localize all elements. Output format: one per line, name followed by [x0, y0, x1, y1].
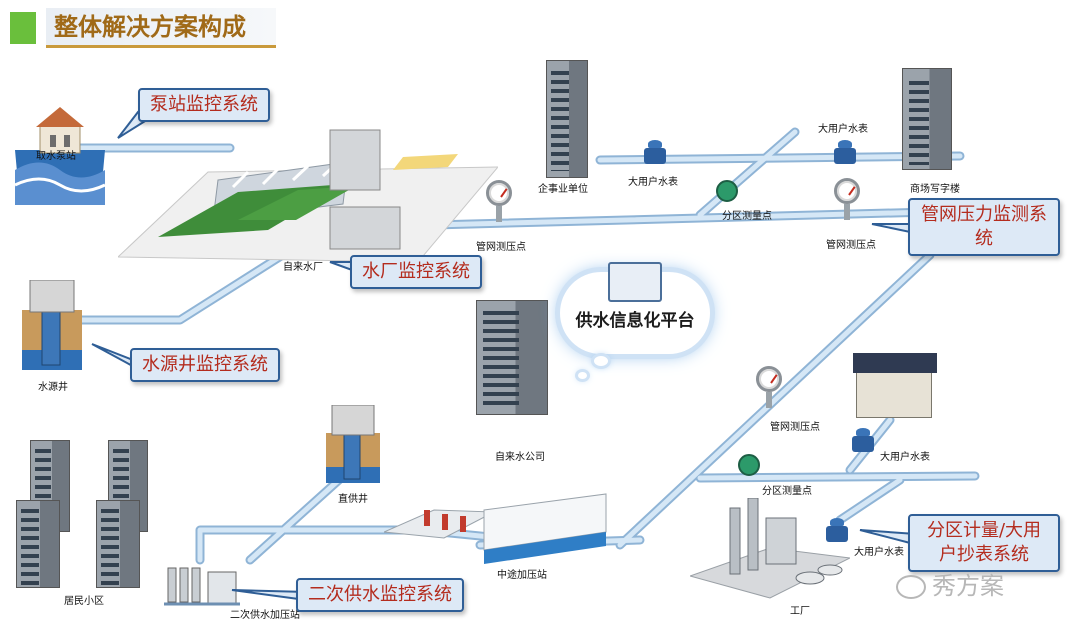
district-flowmeter-icon	[738, 454, 760, 476]
cloud-platform-title: 供水信息化平台	[575, 311, 695, 331]
residential-building	[96, 500, 140, 588]
label-water-company: 自来水公司	[495, 452, 545, 463]
intake-pump-station-illustration	[14, 107, 106, 205]
label-pressure-point-3: 管网测压点	[770, 422, 820, 433]
pressure-gauge-icon	[486, 180, 512, 206]
label-factory: 工厂	[790, 606, 810, 617]
direct-well-illustration	[326, 405, 380, 483]
callout-pump-station: 泵站监控系统	[138, 88, 270, 122]
label-big-meter-3: 大用户水表	[880, 452, 930, 463]
label-direct-well: 直供井	[338, 494, 368, 505]
watermark: 秀方案	[896, 566, 1004, 601]
mall-office-building	[902, 68, 952, 170]
info-platform-cloud: 供水信息化平台	[560, 262, 710, 382]
callout-water-source-well: 水源井监控系统	[130, 348, 280, 382]
label-district-point-2: 分区测量点	[762, 486, 812, 497]
label-intake-pump-station: 取水泵站	[36, 151, 76, 162]
callout-district-metering: 分区计量/大用户抄表系统	[908, 514, 1060, 572]
callout-pipe-pressure: 管网压力监测系统	[908, 198, 1060, 256]
label-big-meter-2: 大用户水表	[818, 124, 868, 135]
factory-illustration	[690, 498, 850, 599]
district-flowmeter-icon	[716, 180, 738, 202]
gauge-stem	[766, 392, 772, 408]
pressure-gauge-icon	[834, 178, 860, 204]
midway-station-illustration	[384, 493, 607, 564]
header-accent-square	[10, 12, 36, 44]
label-midway-station: 中途加压站	[497, 570, 547, 581]
label-secondary-station: 二次供水加压站	[230, 610, 300, 621]
callout-secondary-supply: 二次供水监控系统	[296, 578, 464, 612]
pressure-gauge-icon	[756, 366, 782, 392]
big-user-meter-icon	[852, 428, 874, 452]
page-title: 整体解决方案构成	[46, 8, 276, 48]
thought-bubble	[594, 356, 608, 366]
big-user-meter-icon	[644, 140, 666, 164]
label-pressure-point-2: 管网测压点	[826, 240, 876, 251]
big-user-meter-icon	[826, 518, 848, 542]
enterprise-building	[546, 60, 588, 178]
water-company-building	[476, 300, 548, 415]
water-source-well-illustration	[22, 280, 82, 370]
label-enterprise: 企事业单位	[538, 184, 588, 195]
wechat-icon	[896, 575, 926, 599]
gauge-stem	[844, 204, 850, 220]
thought-bubble	[578, 372, 587, 379]
label-water-source-well: 水源井	[38, 382, 68, 393]
label-mall-office: 商场写字楼	[910, 184, 960, 195]
callout-water-plant: 水厂监控系统	[350, 255, 482, 289]
water-plant-illustration	[118, 129, 498, 263]
gauge-stem	[496, 206, 502, 222]
watermark-text: 秀方案	[932, 572, 1004, 600]
big-user-meter-icon	[834, 140, 856, 164]
label-district-point-1: 分区测量点	[722, 211, 772, 222]
residential-building	[16, 500, 60, 588]
label-big-meter-4: 大用户水表	[854, 547, 904, 558]
secondary-station-illustration	[164, 567, 240, 606]
label-residential: 居民小区	[64, 596, 104, 607]
villa-building	[853, 353, 937, 418]
monitor-screen-icon	[608, 262, 662, 302]
label-big-meter-1: 大用户水表	[628, 177, 678, 188]
label-water-plant: 自来水厂	[283, 262, 323, 273]
label-pressure-point-1: 管网测压点	[476, 242, 526, 253]
